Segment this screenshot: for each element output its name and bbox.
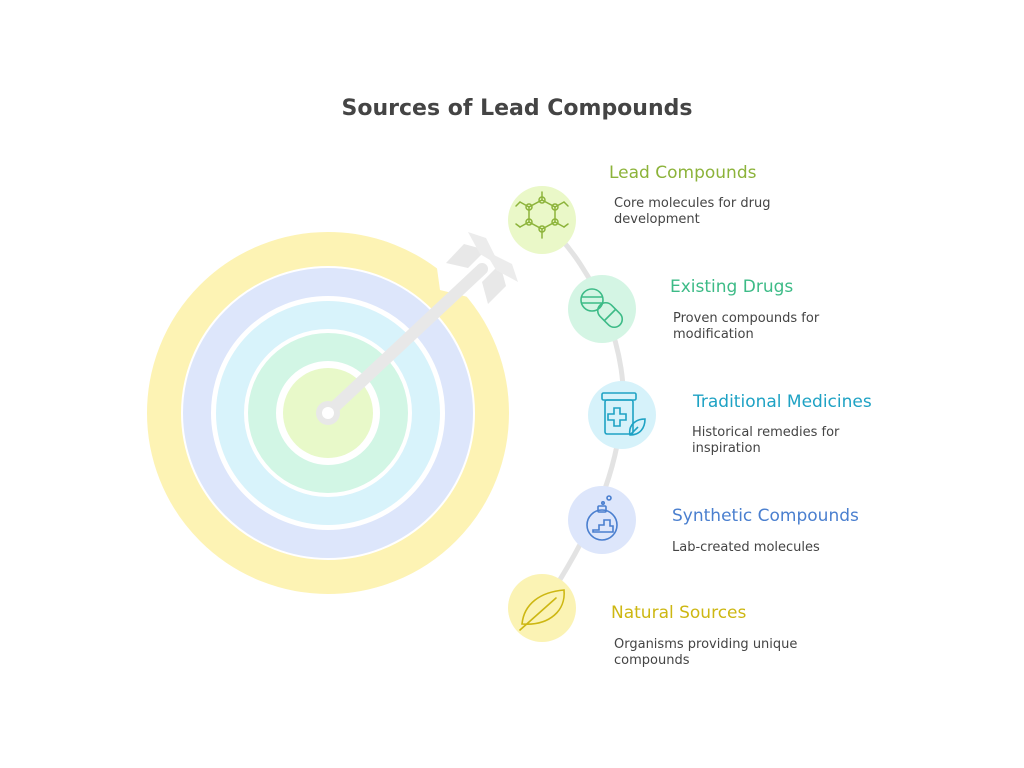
node-circle-pills [568,275,636,343]
node-circle-leaf [508,574,576,642]
item-desc-synthetic-compounds: Lab-created molecules [672,540,820,555]
molecule-icon [515,191,569,239]
node-circle-flask [568,486,636,554]
item-desc-lead-compounds: Core molecules for drug development [614,196,771,227]
item-title-existing-drugs: Existing Drugs [670,277,794,297]
arrow-icon [316,232,518,425]
target-ring-4 [248,333,408,493]
diagram-title: Sources of Lead Compounds [341,96,693,121]
item-title-traditional-medicines: Traditional Medicines [693,392,872,412]
flask-icon [586,495,618,541]
item-desc-traditional-medicines: Historical remedies for inspiration [692,425,840,456]
node-circle-molecule [508,186,576,254]
target-ring-3 [216,301,440,525]
item-desc-natural-sources: Organisms providing unique compounds [614,637,798,668]
item-title-natural-sources: Natural Sources [611,603,747,623]
leaf-icon [519,589,565,631]
target-rings [147,232,509,594]
item-desc-existing-drugs: Proven compounds for modification [673,311,820,342]
target-ring-outer [147,232,509,594]
pills-icon [580,288,624,329]
node-circle-medicine-jar [588,381,656,449]
item-title-lead-compounds: Lead Compounds [609,163,757,183]
target-ring-2 [183,268,473,558]
medicine-jar-icon [601,392,646,436]
item-title-synthetic-compounds: Synthetic Compounds [672,506,859,526]
